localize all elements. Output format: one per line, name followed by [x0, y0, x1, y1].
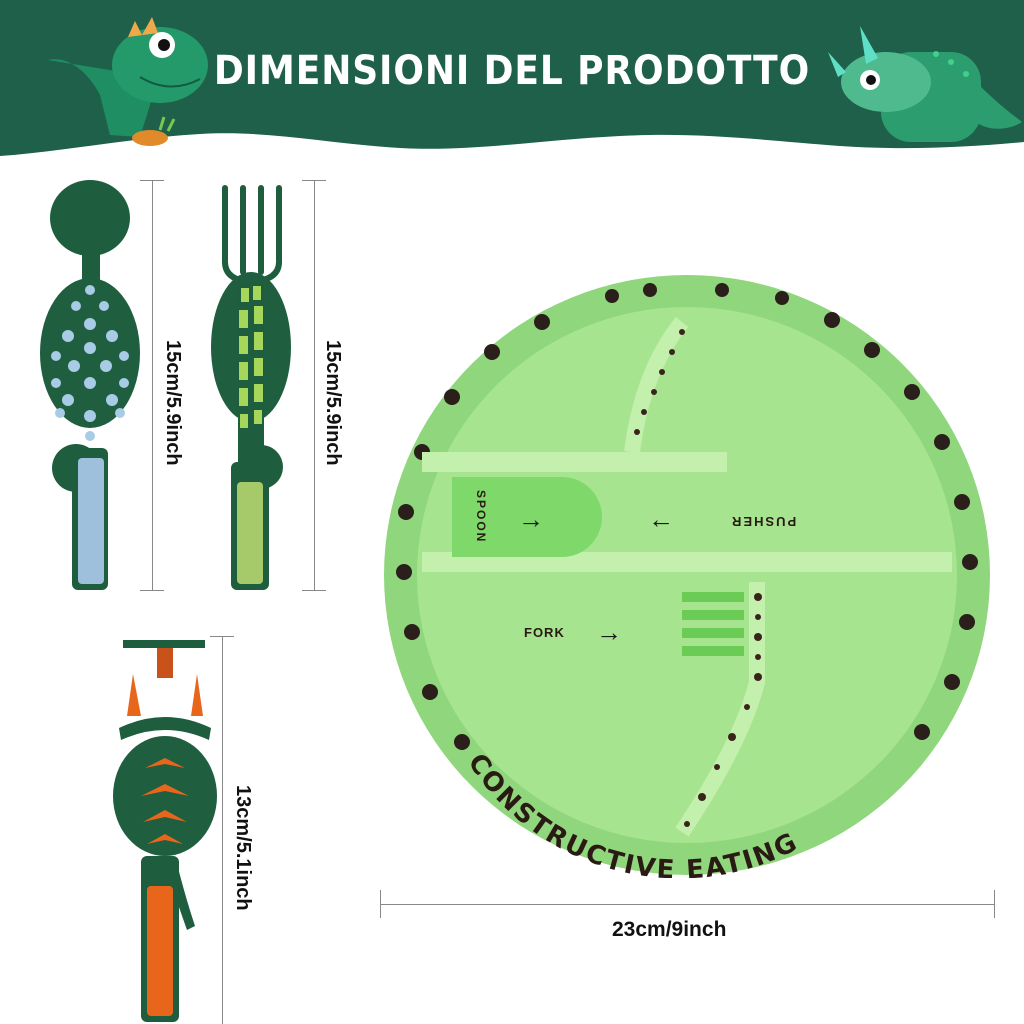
plate-fork-label: FORK [524, 625, 565, 640]
pusher-dimension-line [222, 636, 223, 1024]
dimension-tick [210, 636, 234, 637]
plate-spoon-label: SPOON [474, 490, 488, 544]
arrow-right-icon: → [596, 617, 622, 647]
arrow-right-icon: → [518, 504, 544, 534]
triceratops-icon [828, 26, 1022, 142]
fork-dimension-label: 15cm/5.9inch [322, 340, 344, 466]
divided-plate-image: CONSTRUCTIVE EATING [384, 275, 990, 878]
plate-dimension-label: 23cm/9inch [612, 918, 727, 941]
spoon-dimension-line [152, 180, 153, 590]
spoon-image [40, 180, 140, 590]
plate-dimension-line [380, 904, 994, 905]
dimension-tick [140, 590, 164, 591]
dimension-tick [302, 180, 326, 181]
spoon-dimension-label: 15cm/5.9inch [162, 340, 184, 466]
plate-pusher-label: PUSHER [730, 514, 797, 529]
arrow-left-icon: ← [648, 504, 674, 534]
fork-image [211, 185, 291, 590]
fork-dimension-line [314, 180, 315, 590]
page-title: DIMENSIONI DEL PRODOTTO [213, 48, 811, 94]
dimension-tick [302, 590, 326, 591]
header-banner: DIMENSIONI DEL PRODOTTO [0, 0, 1024, 170]
pusher-dimension-label: 13cm/5.1inch [232, 785, 254, 911]
dimension-tick [140, 180, 164, 181]
pusher-image [113, 640, 217, 1022]
dimension-tick [994, 890, 995, 918]
dimension-tick [380, 890, 381, 918]
green-dinosaur-icon [48, 17, 208, 146]
wave-background [0, 0, 1024, 156]
